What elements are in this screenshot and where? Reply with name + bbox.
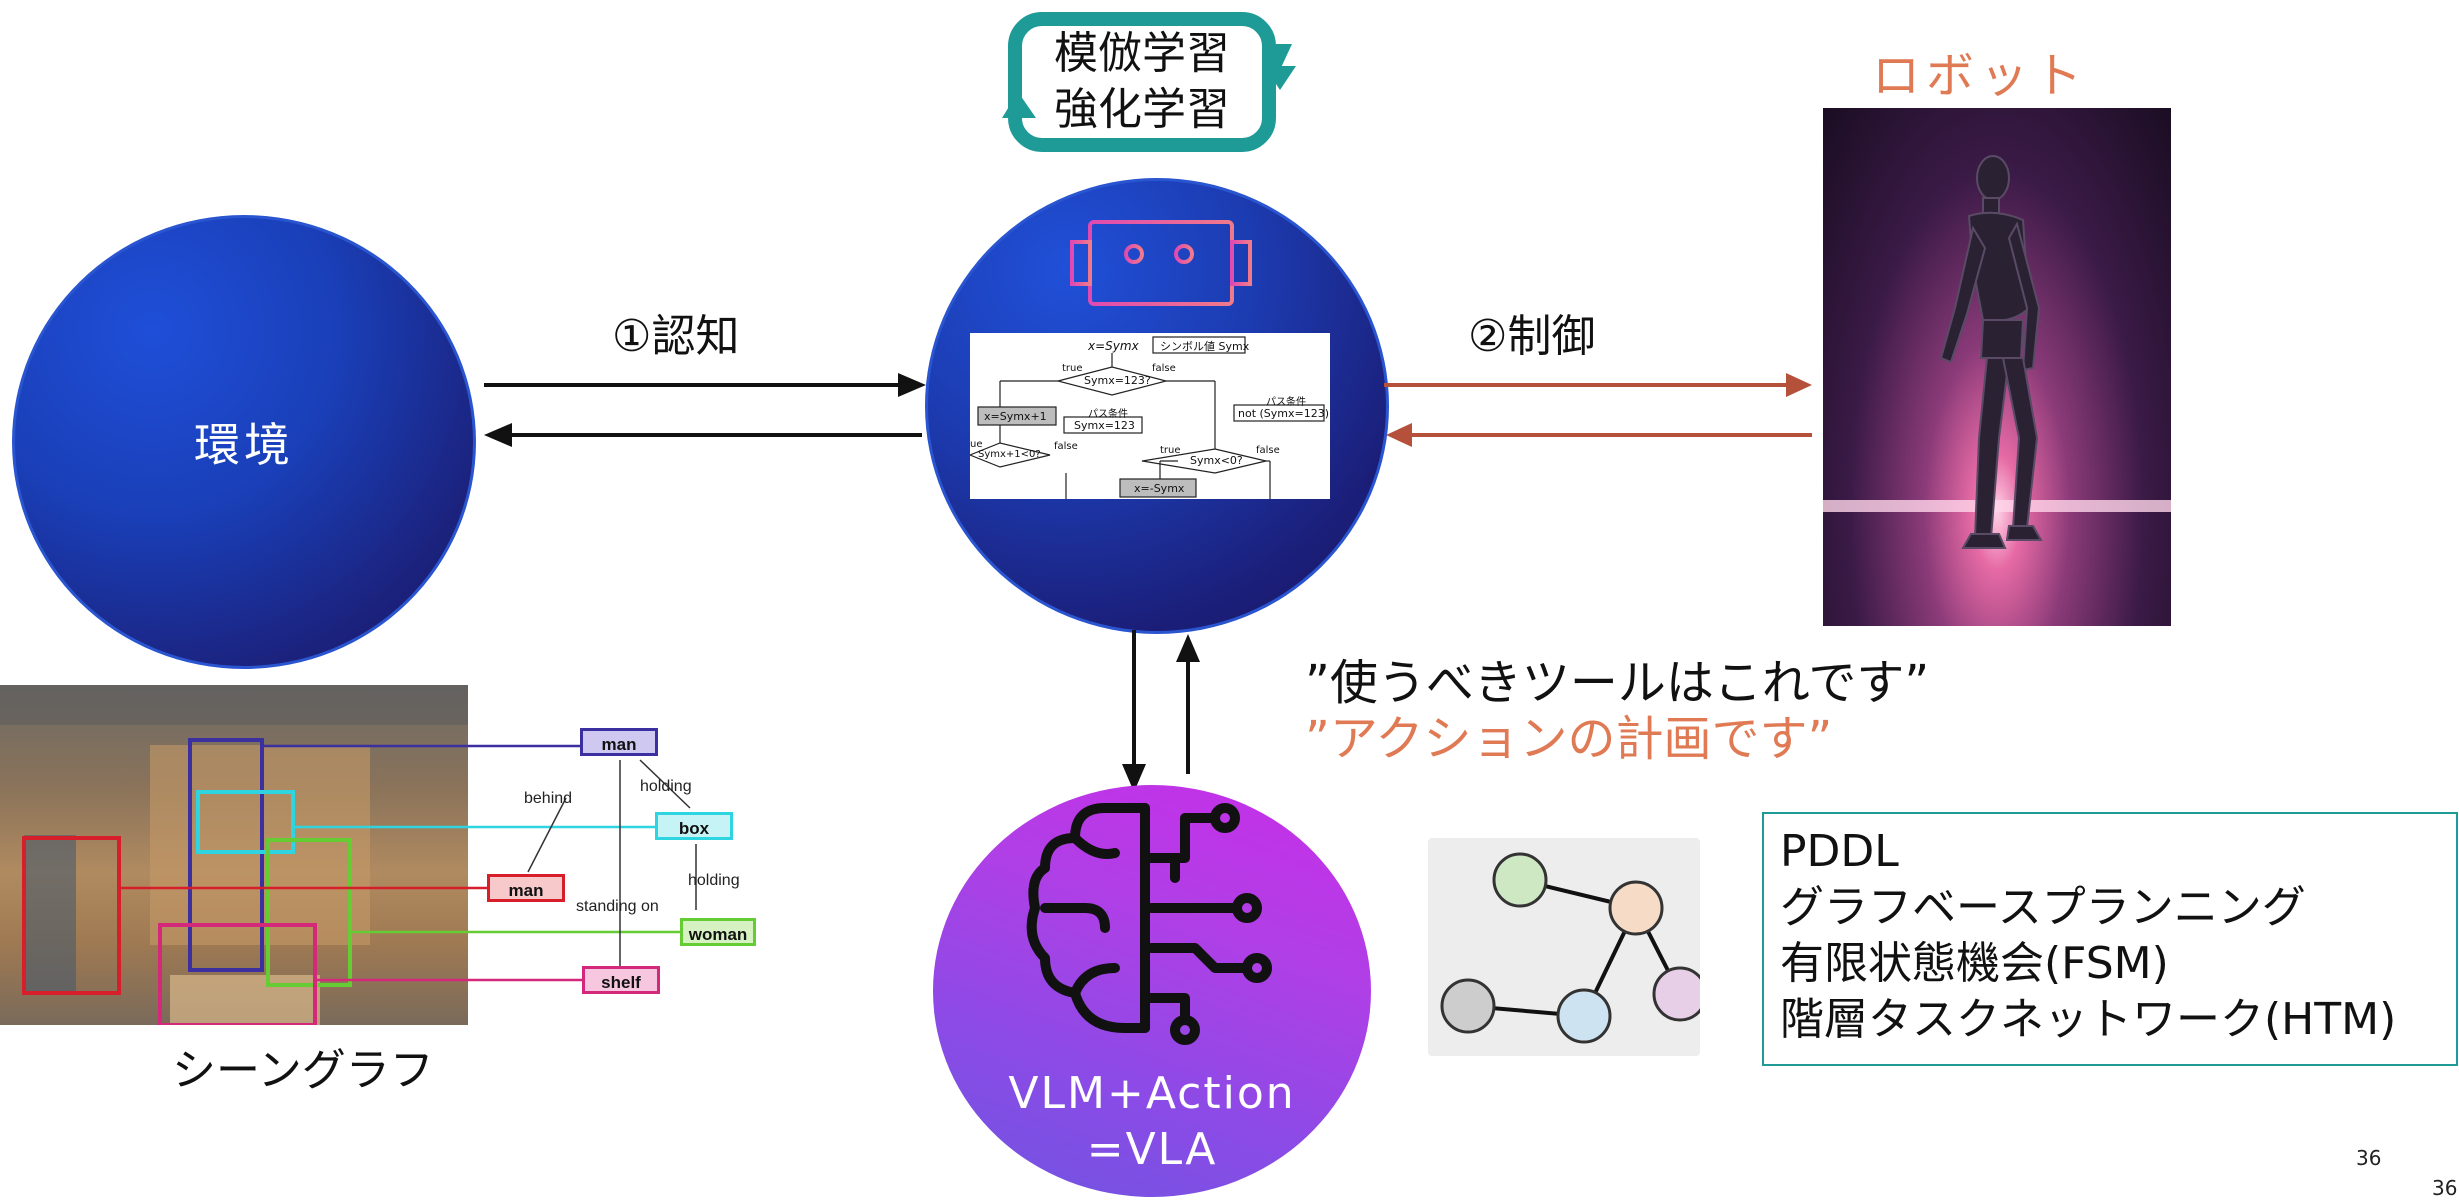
node-man-top: man [580,728,658,756]
scene-graph-edges [120,744,697,982]
imitation-learning-label: 模倣学習 [1054,28,1230,79]
fc-true3: true [1160,445,1181,456]
fc-false3: false [1256,445,1280,456]
flowchart-lines [970,336,1325,499]
page-number-inner: 36 [2356,1146,2382,1170]
node-graph-icon [1440,852,1708,1044]
fc-eq: Symx=123 [1074,419,1135,432]
fc-false1: false [1152,363,1176,374]
plan-item-pddl: PDDL [1780,826,1899,877]
graph-illustration [1428,838,1708,1056]
edge-standing-on: standing on [576,898,659,915]
plan-item-graph: グラフベースプランニング [1780,882,2306,933]
scene-graph-caption: シーングラフ [172,1045,434,1096]
vla-arrows [1122,630,1200,792]
node-box: box [655,812,733,840]
environment-label: 環境 [194,418,294,472]
tool-quote: ”使うべきツールはこれです” [1305,655,1930,711]
fc-top: x=Symx [1088,339,1139,353]
fc-cond3: Symx<0? [1190,454,1243,467]
planning-methods-box: PDDL グラフベースプランニング 有限状態機会(FSM) 階層タスクネットワー… [1762,812,2458,1066]
fc-path-cond2: パス条件 [1266,397,1306,408]
robot-title: ロボット [1872,48,2089,104]
node-man-left: man [487,874,565,902]
environment-circle: 環境 [12,215,476,669]
fc-true1: true [1062,363,1083,374]
fc-path-cond: パス条件 [1088,409,1128,420]
learning-box: 模倣学習 強化学習 [1008,12,1276,152]
edge-holding2: holding [688,872,740,889]
humanoid-robot-icon [1823,155,2171,549]
node-woman: woman [680,918,756,946]
edge-behind: behind [524,790,573,807]
action-quote: ”アクションの計画です” [1305,711,1833,767]
fc-neq: not (Symx=123) [1238,407,1330,420]
robot-head-icon [1070,220,1252,306]
fc-cond2: Symx+1<0? [978,449,1041,460]
loop-arrows-icon [1002,44,1296,118]
symbolic-execution-flowchart: x=Symx シンボル値 Symx Symx=123? true false x… [970,333,1330,499]
control-label: ②制御 [1468,311,1596,362]
vla-line1: VLM+Action [1008,1068,1296,1119]
fc-assign1: x=Symx+1 [984,410,1047,423]
node-shelf: shelf [582,966,660,994]
scene-graph-photo [0,685,468,1027]
fc-symbol: シンボル値 Symx [1160,340,1250,353]
fc-false2: false [1054,441,1078,452]
reinforcement-learning-label: 強化学習 [1054,84,1230,135]
brain-circuit-icon [1026,803,1272,1045]
page-number-outer: 36 [2432,1176,2458,1200]
plan-item-htm: 階層タスクネットワーク(HTM) [1780,994,2397,1045]
perception-arrows [484,373,926,447]
control-arrows [1384,373,1812,447]
perception-label: ①認知 [612,311,740,362]
plan-item-fsm: 有限状態機会(FSM) [1780,938,2169,989]
fc-ue: ue [970,439,983,450]
scene-bboxes [0,685,468,1027]
vla-line2: =VLA [1086,1124,1218,1175]
fc-cond1: Symx=123? [1084,374,1151,387]
edge-holding1: holding [640,778,692,795]
fc-assign2: x=-Symx [1134,482,1185,495]
robot-photo [1823,108,2171,626]
